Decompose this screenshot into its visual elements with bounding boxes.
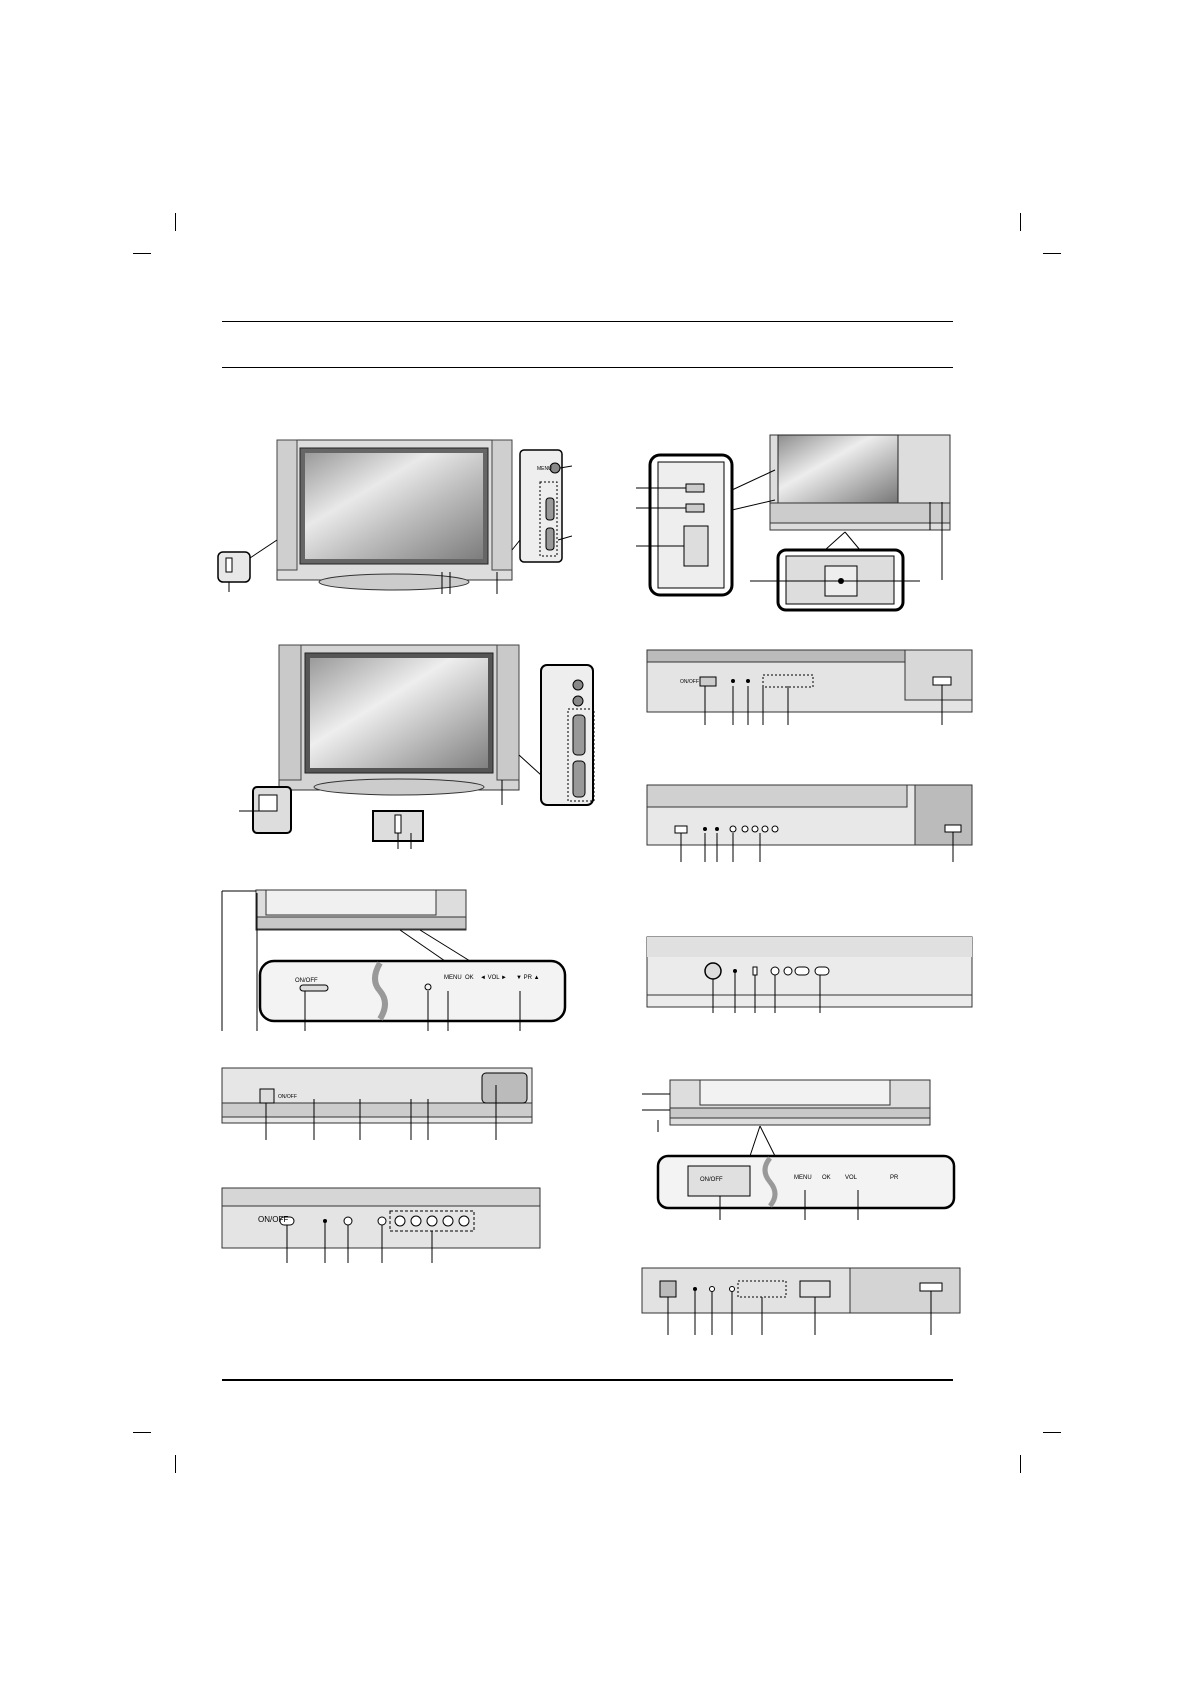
figure-front-panel-2 (646, 784, 973, 862)
figure-zoom-panel-2 (642, 1079, 956, 1220)
crop-mark (133, 1432, 151, 1433)
panel-on-off-label: ON/OFF (295, 978, 318, 984)
crop-mark (1020, 213, 1021, 231)
panel-pr-label: PR (890, 1175, 899, 1181)
figure-front-panel-3 (646, 936, 973, 1013)
panel-ok-label: OK (465, 975, 474, 981)
panel-menu-label: MENU (794, 1175, 812, 1181)
header-rule-top (222, 321, 953, 322)
panel-vol-label: VOL (845, 1175, 858, 1181)
crop-mark (175, 213, 176, 231)
panel-menu-label: MENU (444, 975, 462, 981)
svg-text:ON/OFF: ON/OFF (278, 1094, 297, 1100)
panel-ok-label: OK (822, 1175, 831, 1181)
figure-plasma-tv-1 (217, 439, 572, 594)
figure-front-panel-5 (221, 1187, 541, 1263)
panel-pr-label: ▼ PR ▲ (516, 975, 540, 981)
figure-plasma-tv-2 (239, 644, 595, 849)
svg-text:ON/OFF: ON/OFF (680, 679, 699, 685)
header-rule-bottom (222, 367, 953, 368)
figure-crt-tv-1 (636, 434, 951, 612)
crop-mark (133, 253, 151, 254)
figure-front-panel-4: ON/OFF (221, 1067, 533, 1140)
figure-front-panel-1: ON/OFF (646, 649, 973, 725)
crop-mark (175, 1455, 176, 1473)
panel-menu-label: MENU (537, 466, 552, 472)
footer-rule (222, 1379, 953, 1381)
panel-on-off-label: ON/OFF (258, 1215, 289, 1224)
crop-mark (1043, 253, 1061, 254)
crop-mark (1043, 1432, 1061, 1433)
figure-front-panel-6 (641, 1267, 961, 1335)
figure-zoom-panel-1 (221, 889, 567, 1031)
panel-on-off-label: ON/OFF (700, 1177, 723, 1183)
crop-mark (1020, 1455, 1021, 1473)
panel-vol-label: ◄ VOL ► (480, 975, 507, 981)
